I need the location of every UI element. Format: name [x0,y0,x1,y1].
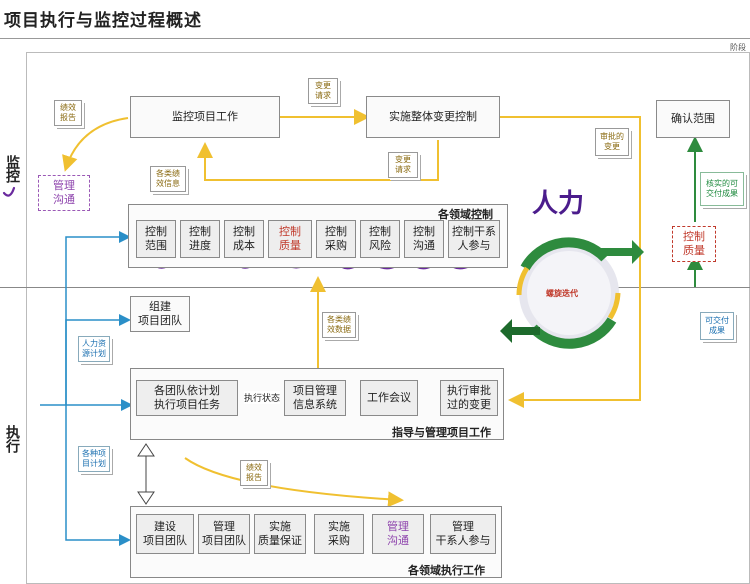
quality-assurance-exec-button[interactable]: 实施 质量保证 [254,514,306,554]
helix-graphic [500,237,644,349]
control-quality-dashed-box[interactable]: 控制 质量 [672,226,716,262]
purple-check-mark [2,186,16,197]
change-request-doc-mid: 变更 请求 [388,152,418,178]
domain-exec-label: 各领域执行工作 [408,564,485,577]
arrow-blue-exec-work [65,405,131,546]
verified-deliverables-doc: 核实的可 交付成果 [700,172,744,206]
arrow-perf-report [62,117,129,172]
control-risk-button[interactable]: 控制 风险 [360,220,400,258]
direct-manage-label: 指导与管理项目工作 [392,426,491,439]
perf-report-doc-low: 绩效 报告 [240,460,268,486]
execute-approved-change-box[interactable]: 执行审批 过的变更 [440,380,498,416]
build-team-exec-button[interactable]: 建设 项目团队 [136,514,194,554]
hr-plan-doc: 人力资 源计划 [78,336,110,362]
manage-team-exec-button[interactable]: 管理 项目团队 [198,514,250,554]
various-plans-doc: 各种项 目计划 [78,446,110,472]
control-procurement-button[interactable]: 控制 采购 [316,220,356,258]
procurement-exec-button[interactable]: 实施 采购 [314,514,364,554]
title-divider [0,38,750,39]
control-comm-button[interactable]: 控制 沟通 [404,220,444,258]
control-quality-button[interactable]: 控制 质量 [268,220,312,258]
change-request-doc-top: 变更 请求 [308,78,338,104]
helix-label: 螺旋迭代 [546,289,578,298]
build-team-box[interactable]: 组建 项目团队 [130,296,190,332]
arrow-blue-control [65,231,131,405]
perf-info-doc: 各类绩 效信息 [150,166,186,192]
control-cost-button[interactable]: 控制 成本 [224,220,264,258]
arrow-blue-team [65,314,131,405]
exec-status-label: 执行状态 [244,391,281,404]
page-title: 项目执行与监控过程概述 [4,11,202,31]
handwritten-note: 人力 [532,189,585,219]
team-tasks-box[interactable]: 各团队依计划 执行项目任务 [136,380,238,416]
change-control-box[interactable]: 实施整体变更控制 [366,96,500,138]
arrow-change-to-execute [500,116,641,408]
perf-report-doc: 绩效 报告 [54,100,82,126]
manage-stakeholder-exec-button[interactable]: 管理 干系人参与 [430,514,496,554]
manage-comm-exec-button[interactable]: 管理 沟通 [372,514,424,554]
monitor-project-work-box[interactable]: 监控项目工作 [130,96,280,138]
manage-comm-dashed-box[interactable]: 管理 沟通 [38,175,90,211]
stage-label: 阶段 [730,43,746,52]
arrow-perf-report-low [184,457,404,508]
perf-data-doc: 各类绩 效数据 [322,312,356,338]
pmis-box[interactable]: 项目管理 信息系统 [284,380,346,416]
domain-control-label: 各领域控制 [438,208,493,221]
control-stakeholder-button[interactable]: 控制干系 人参与 [448,220,500,258]
deliverables-doc: 可交付 成果 [700,312,734,340]
lane-divider [0,287,750,288]
lane-label-monitor: 监控 [4,155,20,183]
work-meeting-box[interactable]: 工作会议 [360,380,418,416]
control-scope-button[interactable]: 控制 范围 [136,220,176,258]
lane-label-execute: 执行 [4,425,20,453]
confirm-scope-box[interactable]: 确认范围 [656,100,730,138]
approved-change-doc: 审批的 变更 [595,128,629,156]
control-schedule-button[interactable]: 控制 进度 [180,220,220,258]
arrow-change-feedback [197,140,439,181]
